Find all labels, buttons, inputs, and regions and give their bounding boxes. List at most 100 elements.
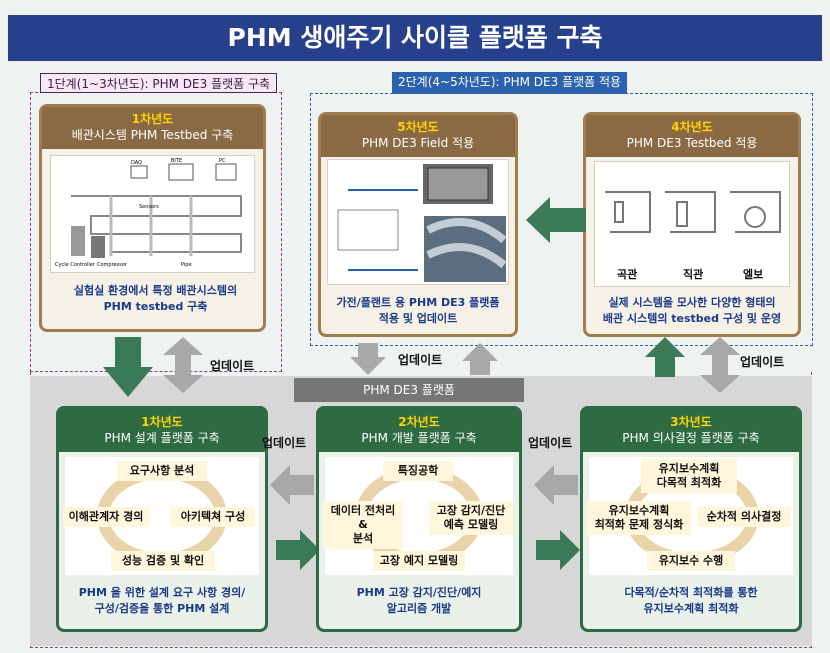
update-label-5: 업데이트 — [528, 436, 573, 450]
pc-text: PC — [219, 158, 226, 164]
card-decision-platform: 3차년도 PHM 의사결정 플랫폼 구축 유지보수계획 다목적 최적화 유지보수… — [580, 406, 802, 632]
arrow-down-icon — [103, 337, 153, 397]
sensors-text: Sensors — [139, 204, 159, 210]
cycle-panel: 특징공학 데이터 전처리& 분석 고장 감지/진단 예측 모델링 고장 예지 모… — [323, 457, 513, 575]
year-label: 4차년도 — [671, 120, 713, 134]
desc-line1: 다목적/순차적 최적화를 통한 — [624, 586, 758, 599]
node-line2: 예측 모델링 — [443, 518, 499, 531]
card-description: PHM 을 위한 설계 요구 사항 경의/ 구성/검증을 통한 PHM 설계 — [61, 585, 263, 617]
card-year1-testbed: 1차년도 배관시스템 PHM Testbed 구축 DAQ BITE PC Se… — [39, 104, 266, 332]
card-title: PHM DE3 Field 적용 — [361, 136, 475, 150]
pipe-text: Pipe — [181, 262, 192, 268]
card-description: 가전/플랜트 용 PHM DE3 플랫폼 적용 및 업데이트 — [323, 295, 513, 327]
node-maintenance-multiobjective: 유지보수계획 다목적 최적화 — [641, 459, 737, 493]
card-title: 배관시스템 PHM Testbed 구축 — [71, 128, 234, 142]
desc-line2: 배관 시스템의 testbed 구성 및 운영 — [602, 312, 782, 325]
desc-line2: 유지보수계획 최적화 — [643, 602, 739, 615]
node-maintenance-execution: 유지보수 수행 — [647, 551, 735, 571]
card-title: PHM DE3 Testbed 적용 — [626, 136, 758, 150]
update-label-4: 업데이트 — [262, 436, 307, 450]
node-line1: 고장 감지/진단 — [436, 504, 506, 517]
node-sequential-decision: 순차적 의사결정 — [697, 507, 791, 527]
desc-line1: PHM 을 위한 설계 요구 사항 경의/ — [78, 586, 246, 599]
node-line1: 유지보수계획 — [658, 462, 720, 475]
update-double-arrow-icon — [700, 337, 740, 393]
daq-text: DAQ — [131, 160, 142, 166]
card-header: 1차년도 PHM 설계 플랫폼 구축 — [59, 409, 265, 452]
platform-label: PHM DE3 플랫폼 — [294, 378, 524, 402]
year-label: 1차년도 — [141, 415, 183, 429]
phase1-label: 1단계(1~3차년도): PHM DE3 플랫폼 구축 — [40, 73, 278, 93]
compressor-text: Compressor — [97, 262, 128, 268]
node-line2: 최적화 문제 정식화 — [594, 518, 684, 531]
desc-line1: PHM 고장 감지/진단/예지 — [356, 586, 482, 599]
pipe-testbed-diagram: DAQ BITE PC Sensors Cycle Controller Com… — [50, 155, 255, 273]
card-description: 실제 시스템을 모사한 다양한 형태의 배관 시스템의 testbed 구성 및… — [588, 295, 796, 327]
bite-text: BITE — [171, 158, 182, 164]
card-description: 실험실 환경에서 특정 배관시스템의 PHM testbed 구축 — [46, 283, 265, 315]
pipe-types-image: 곡관 직관 엘보 — [594, 161, 790, 287]
card-description: 다목적/순차적 최적화를 통한 유지보수계획 최적화 — [585, 585, 797, 617]
card-header: 3차년도 PHM 의사결정 플랫폼 구축 — [583, 409, 799, 452]
year-label: 2차년도 — [398, 415, 440, 429]
node-prognostics: 고장 예지 모델링 — [373, 551, 465, 571]
page-title: PHM 생애주기 사이클 플랫폼 구축 — [8, 15, 822, 61]
card-design-platform: 1차년도 PHM 설계 플랫폼 구축 요구사항 분석 이해관계자 경의 아키텍쳐… — [56, 406, 268, 632]
update-label-1: 업데이트 — [210, 359, 255, 373]
pipe-type-curved: 곡관 — [617, 268, 638, 281]
node-architecture: 아키텍쳐 구성 — [171, 507, 255, 527]
card-header: 4차년도 PHM DE3 Testbed 적용 — [586, 115, 798, 157]
arrow-left-gray-icon — [534, 465, 578, 505]
node-line1: 유지보수계획 — [608, 504, 670, 517]
arrow-up-green-icon — [645, 337, 685, 377]
cycle-panel: 요구사항 분석 이해관계자 경의 아키텍쳐 구성 성능 검증 및 확인 — [63, 457, 259, 575]
node-verification: 성능 검증 및 확인 — [111, 551, 215, 571]
node-preprocessing: 데이터 전처리& 분석 — [323, 501, 403, 549]
cycle-text: Cycle Controller — [55, 262, 96, 268]
arrow-down-gray-icon — [350, 343, 386, 375]
field-application-image — [327, 159, 509, 285]
card-title: PHM 개발 플랫폼 구축 — [361, 431, 477, 445]
card-description: PHM 고장 감지/진단/예지 알고리즘 개발 — [321, 585, 517, 617]
field-schematic — [337, 164, 507, 282]
pipe-type-elbow: 엘보 — [743, 268, 764, 281]
node-stakeholder: 이해관계자 경의 — [63, 507, 149, 527]
arrow-right-green-icon — [536, 530, 580, 570]
cycle-panel: 유지보수계획 다목적 최적화 유지보수계획 최적화 문제 정식화 순차적 의사결… — [587, 457, 793, 575]
desc-line2: 적용 및 업데이트 — [378, 312, 458, 325]
phase2-label: 2단계(4~5차년도): PHM DE3 플랫폼 적용 — [392, 72, 628, 94]
node-problem-formulation: 유지보수계획 최적화 문제 정식화 — [587, 501, 691, 535]
node-line2: 분석 — [352, 532, 374, 545]
arrow-up-gray-icon — [462, 343, 498, 375]
node-line1: 데이터 전처리& — [330, 504, 396, 531]
desc-line1: 가전/플랜트 용 PHM DE3 플랫폼 — [336, 296, 500, 309]
year-label: 1차년도 — [131, 112, 174, 126]
card-year4-testbed: 4차년도 PHM DE3 Testbed 적용 곡관 직관 엘보 실제 시스템을… — [583, 112, 801, 337]
node-line2: 다목적 최적화 — [656, 476, 722, 489]
node-fault-detection: 고장 감지/진단 예측 모델링 — [429, 501, 513, 535]
card-year5-field: 5차년도 PHM DE3 Field 적용 가전/플랜트 용 PHM DE3 플… — [318, 112, 518, 337]
desc-line1: 실험실 환경에서 특정 배관시스템의 — [73, 284, 238, 297]
desc-line2: 알고리즘 개발 — [386, 602, 452, 615]
year-label: 5차년도 — [397, 120, 439, 134]
testbed-schematic: DAQ BITE PC Sensors Cycle Controller Com… — [55, 158, 242, 268]
card-development-platform: 2차년도 PHM 개발 플랫폼 구축 특징공학 데이터 전처리& 분석 고장 감… — [316, 406, 522, 632]
card-header: 1차년도 배관시스템 PHM Testbed 구축 — [42, 107, 263, 149]
node-feature-engineering: 특징공학 — [383, 461, 453, 481]
update-label-3: 업데이트 — [740, 355, 785, 369]
update-double-arrow-icon — [163, 337, 203, 393]
update-label-2: 업데이트 — [398, 353, 443, 367]
year-label: 3차년도 — [670, 415, 712, 429]
pipe-type-straight: 직관 — [683, 268, 704, 281]
card-title: PHM 의사결정 플랫폼 구축 — [622, 431, 760, 445]
arrow-left-gray-icon — [270, 465, 314, 505]
card-title: PHM 설계 플랫폼 구축 — [104, 431, 220, 445]
arrow-left-icon — [526, 197, 586, 243]
node-requirement: 요구사항 분석 — [117, 461, 207, 481]
pipe-types-schematic — [605, 191, 781, 233]
desc-line2: PHM testbed 구축 — [103, 300, 208, 313]
desc-line2: 구성/검증을 통한 PHM 설계 — [94, 602, 230, 615]
desc-line1: 실제 시스템을 모사한 다양한 형태의 — [608, 296, 776, 309]
card-header: 2차년도 PHM 개발 플랫폼 구축 — [319, 409, 519, 452]
card-header: 5차년도 PHM DE3 Field 적용 — [321, 115, 515, 157]
